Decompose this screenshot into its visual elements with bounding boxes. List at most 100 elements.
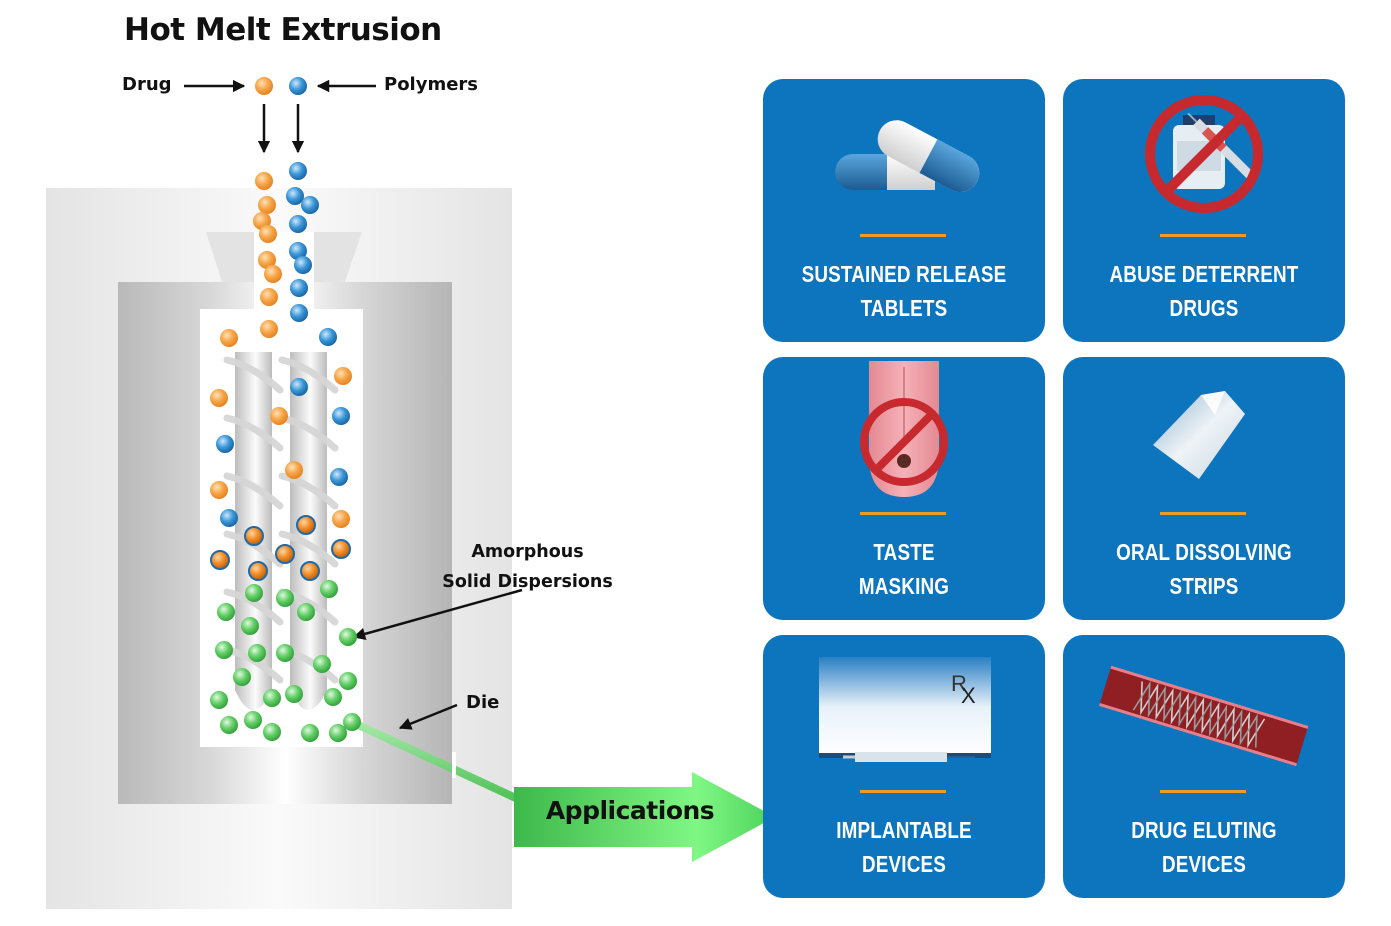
amorphous-solid-dispersions-label: Amorphous Solid Dispersions xyxy=(440,537,615,597)
drug-particle xyxy=(255,77,273,95)
dispersion-particle xyxy=(329,724,347,742)
drug-particle xyxy=(260,288,278,306)
screw-flight xyxy=(278,356,339,394)
die-pointer-arrow xyxy=(398,703,458,730)
mixed-particle xyxy=(248,561,268,581)
card-divider xyxy=(860,790,946,793)
dispersion-particle xyxy=(297,603,315,621)
drug-particle xyxy=(260,320,278,338)
polymer-particle xyxy=(332,407,350,425)
mixed-particle xyxy=(244,526,264,546)
dispersion-particle xyxy=(339,628,357,646)
polymer-particle xyxy=(216,435,234,453)
polymer-particle xyxy=(330,468,348,486)
polymer-particle xyxy=(290,304,308,322)
polymer-particle xyxy=(289,77,307,95)
drug-particle xyxy=(255,172,273,190)
mixing-chamber xyxy=(200,309,363,747)
asd-label-line2: Solid Dispersions xyxy=(442,572,613,592)
dispersion-particle xyxy=(263,723,281,741)
card-divider xyxy=(1160,234,1246,237)
mixed-particle xyxy=(296,515,316,535)
dispersion-particle xyxy=(220,716,238,734)
dispersion-particle xyxy=(215,641,233,659)
tongue-prohibited-icon xyxy=(860,361,948,497)
svg-text:R: R xyxy=(951,671,967,696)
drug-particle xyxy=(220,329,238,347)
asd-label-line1: Amorphous xyxy=(471,542,584,562)
mixed-particle xyxy=(275,544,295,564)
dissolving-strip-icon xyxy=(1153,391,1245,479)
dispersion-particle xyxy=(210,691,228,709)
screw-flight xyxy=(223,414,284,452)
dispersion-particle xyxy=(241,617,259,635)
drug-particle xyxy=(258,251,276,269)
page-title: Hot Melt Extrusion xyxy=(124,12,442,48)
dispersion-particle xyxy=(245,584,263,602)
mixed-particle xyxy=(331,539,351,559)
drug-particle xyxy=(332,510,350,528)
dispersion-particle xyxy=(263,689,281,707)
drug-label: Drug xyxy=(122,74,172,95)
drug-particle xyxy=(258,196,276,214)
asd-pointer-arrow xyxy=(352,588,523,640)
svg-text:X: X xyxy=(961,683,976,708)
dispersion-particle xyxy=(301,724,319,742)
no-drugs-syringe-icon xyxy=(1145,95,1263,213)
dispersion-particle xyxy=(248,644,266,662)
dispersion-particle xyxy=(276,644,294,662)
card-divider xyxy=(860,234,946,237)
dispersion-particle xyxy=(276,589,294,607)
dispersion-particle xyxy=(339,672,357,690)
drug-particle xyxy=(210,389,228,407)
drug-particle xyxy=(259,225,277,243)
screw-flight xyxy=(223,472,284,510)
card-divider xyxy=(860,512,946,515)
polymer-particle xyxy=(286,187,304,205)
screw-flight xyxy=(278,530,339,568)
dispersion-particle xyxy=(313,655,331,673)
dispersion-particle xyxy=(217,603,235,621)
drug-particle xyxy=(285,461,303,479)
drug-particle xyxy=(210,481,228,499)
dispersion-particle xyxy=(324,688,342,706)
polymer-particle xyxy=(289,242,307,260)
card-divider xyxy=(1160,790,1246,793)
dispersion-particle xyxy=(244,711,262,729)
polymer-particle xyxy=(289,215,307,233)
mixed-particle xyxy=(210,550,230,570)
polymer-particle xyxy=(319,328,337,346)
mixed-particle xyxy=(300,561,320,581)
screw-flight xyxy=(223,588,284,626)
drug-particle xyxy=(270,407,288,425)
screw-flight xyxy=(278,472,339,510)
applications-arrow-label: Applications xyxy=(545,796,715,825)
polymer-particle xyxy=(220,509,238,527)
screw-flight xyxy=(223,356,284,394)
polymer-particle xyxy=(290,378,308,396)
dispersion-particle xyxy=(285,685,303,703)
polymer-particle xyxy=(301,196,319,214)
die-label: Die xyxy=(466,692,500,713)
particles xyxy=(210,77,361,742)
dispersion-particle xyxy=(233,668,251,686)
polymer-particle xyxy=(290,279,308,297)
polymer-particle xyxy=(289,162,307,180)
rx-box-syringe-icon: R X xyxy=(819,657,991,762)
applications-arrow xyxy=(514,772,775,862)
dispersion-particle xyxy=(343,713,361,731)
drug-particle xyxy=(334,367,352,385)
dispersion-particle xyxy=(320,580,338,598)
polymer-particle xyxy=(294,256,312,274)
